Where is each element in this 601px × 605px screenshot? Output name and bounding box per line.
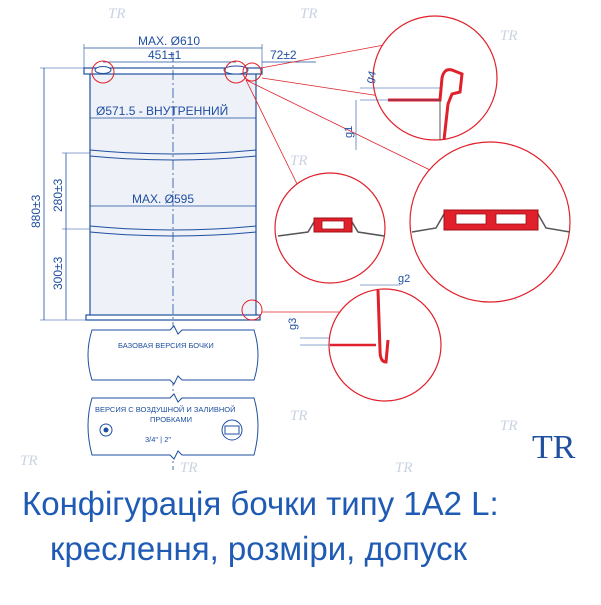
bung-version-label-line1: ВЕРСИЯ С ВОЗДУШНОЙ И ЗАЛИВНОЙ bbox=[95, 405, 236, 414]
rolling-hoop-upper bbox=[89, 149, 257, 161]
top-dimensions: MAX. Ø610 451±1 72±2 Ø571.5 - ВНУТРЕННИЙ… bbox=[83, 34, 316, 207]
bung-drum-top-view bbox=[87, 393, 259, 460]
watermark: TR bbox=[500, 418, 518, 434]
chime-distance-label: 451±1 bbox=[148, 48, 182, 62]
bottom-seam-profile bbox=[376, 289, 390, 364]
hoop-diameter-label: MAX. Ø595 bbox=[132, 192, 194, 206]
upper-section-height-label: 280±3 bbox=[51, 178, 65, 212]
callout-filling-bung bbox=[224, 60, 248, 84]
detail-g1-label: g1 bbox=[343, 126, 355, 138]
air-bung-boss bbox=[94, 66, 112, 74]
inner-diameter-label: Ø571.5 - ВНУТРЕННИЙ bbox=[96, 103, 228, 118]
watermark: TR bbox=[290, 153, 308, 169]
filling-bung-boss bbox=[223, 65, 249, 75]
callout-markers bbox=[91, 41, 431, 321]
watermark: TR bbox=[395, 460, 413, 476]
base-version-label: БАЗОВАЯ ВЕРСИЯ БОЧКИ bbox=[118, 341, 214, 350]
version-with-bungs: ВЕРСИЯ С ВОЗДУШНОЙ И ЗАЛИВНОЙ ПРОБКАМИ 3… bbox=[87, 393, 259, 460]
callout-air-bung bbox=[91, 60, 115, 84]
detail-filling-bung bbox=[409, 141, 571, 303]
chime-seam-profile bbox=[388, 68, 464, 141]
bung-version-label-line2: ПРОБКАМИ bbox=[150, 415, 192, 424]
callout-chime-top bbox=[242, 62, 262, 82]
detail-bottom-chime: g2 g3 bbox=[287, 273, 442, 402]
height-dimensions: 880±3 280±3 300±3 bbox=[29, 67, 90, 321]
brand-logo: TR bbox=[532, 429, 576, 466]
watermark: TR bbox=[290, 408, 308, 424]
detail-g4-label: g4 bbox=[364, 69, 379, 85]
watermark: TR bbox=[300, 6, 318, 22]
max-diameter-label: MAX. Ø610 bbox=[138, 34, 200, 48]
watermark: TR bbox=[500, 28, 518, 44]
callout-chime-bottom bbox=[241, 299, 263, 321]
title-line-1: Конфігурація бочки типу 1A2 L: bbox=[22, 485, 499, 522]
watermark: TR bbox=[180, 460, 198, 476]
drum-body bbox=[83, 52, 263, 470]
lower-section-height-label: 300±3 bbox=[51, 256, 65, 290]
title-line-2: креслення, розміри, допуск bbox=[50, 530, 468, 567]
overall-height-label: 880±3 bbox=[29, 194, 43, 228]
detail-g2-label: g2 bbox=[398, 273, 410, 285]
watermark: TR bbox=[108, 6, 126, 22]
bung-sizes-label: 3/4" | 2" bbox=[145, 435, 171, 444]
bung-offset-label: 72±2 bbox=[270, 48, 297, 62]
detail-top-chime: g4 g1 bbox=[343, 15, 498, 150]
watermark: TR bbox=[20, 453, 38, 469]
detail-g3-label: g3 bbox=[287, 318, 299, 330]
version-base: БАЗОВАЯ ВЕРСИЯ БОЧКИ bbox=[87, 325, 259, 385]
detail-circle-chime bbox=[372, 15, 498, 141]
detail-air-bung bbox=[274, 172, 386, 284]
base-drum-top-view bbox=[87, 325, 259, 385]
